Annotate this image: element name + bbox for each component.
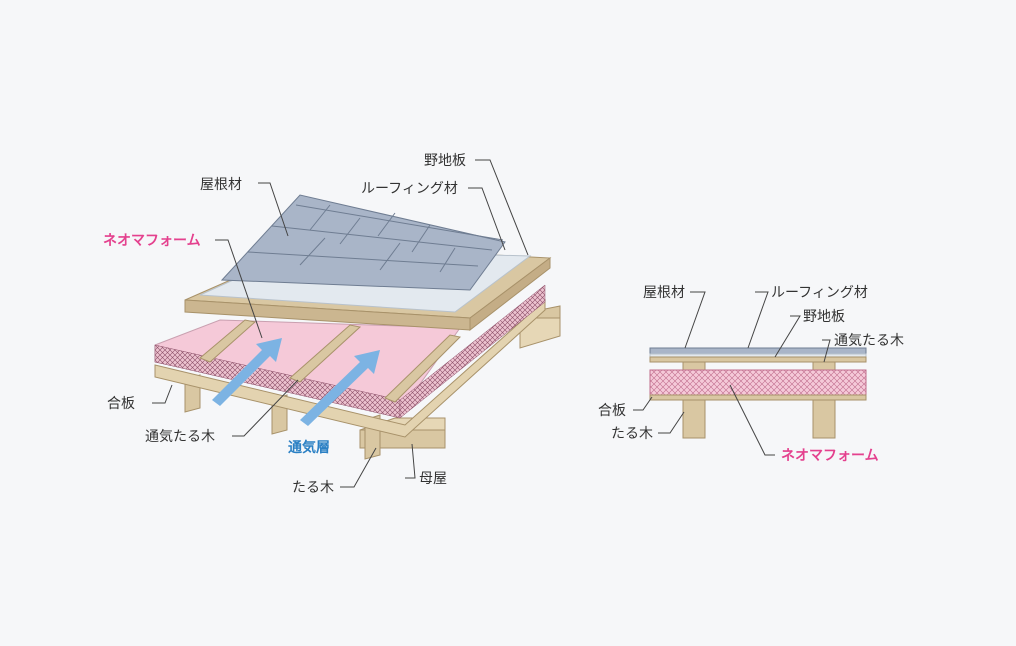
label-roofing-material: 屋根材 xyxy=(643,285,685,301)
right-labels: 屋根材 ルーフィング材 野地板 通気たる木 合板 たる木 ネオマフォーム xyxy=(598,285,904,464)
label-roofing-sheet: ルーフィング材 xyxy=(361,181,458,197)
left-labels: 屋根材 野地板 ルーフィング材 ネオマフォーム 合板 通気たる木 通気層 たる木… xyxy=(103,153,466,496)
label-rafter: たる木 xyxy=(292,480,334,496)
label-neoma-foam: ネオマフォーム xyxy=(103,233,201,249)
plywood-layer xyxy=(154,298,546,438)
section-vent-rafter xyxy=(682,361,706,371)
right-leader-lines xyxy=(633,291,831,456)
cross-section xyxy=(649,347,867,439)
label-plywood: 合板 xyxy=(598,403,626,419)
section-rafter xyxy=(682,399,706,439)
label-plywood: 合板 xyxy=(107,396,135,412)
label-vent-rafter: 通気たる木 xyxy=(834,333,904,349)
section-vent-rafter xyxy=(812,361,836,371)
label-vent-rafter: 通気たる木 xyxy=(145,429,215,445)
label-vent-layer: 通気層 xyxy=(288,439,330,456)
roof-tiles xyxy=(220,194,506,291)
airflow-arrows xyxy=(212,338,380,426)
label-roofing-sheet: ルーフィング材 xyxy=(771,285,868,301)
label-purlin: 母屋 xyxy=(419,471,447,487)
label-roofing-material: 屋根材 xyxy=(200,177,242,193)
section-sheathing xyxy=(649,356,867,363)
section-plywood xyxy=(649,394,867,401)
label-rafter: たる木 xyxy=(611,426,653,442)
section-neoma-foam xyxy=(649,369,867,396)
label-sheathing-board: 野地板 xyxy=(424,153,466,169)
section-rafter xyxy=(812,399,836,439)
label-sheathing-board: 野地板 xyxy=(803,309,845,325)
label-neoma-foam: ネオマフォーム xyxy=(781,448,879,464)
isometric-roof-section xyxy=(154,194,561,460)
vent-rafters xyxy=(199,319,462,403)
left-leader-lines xyxy=(152,159,529,488)
